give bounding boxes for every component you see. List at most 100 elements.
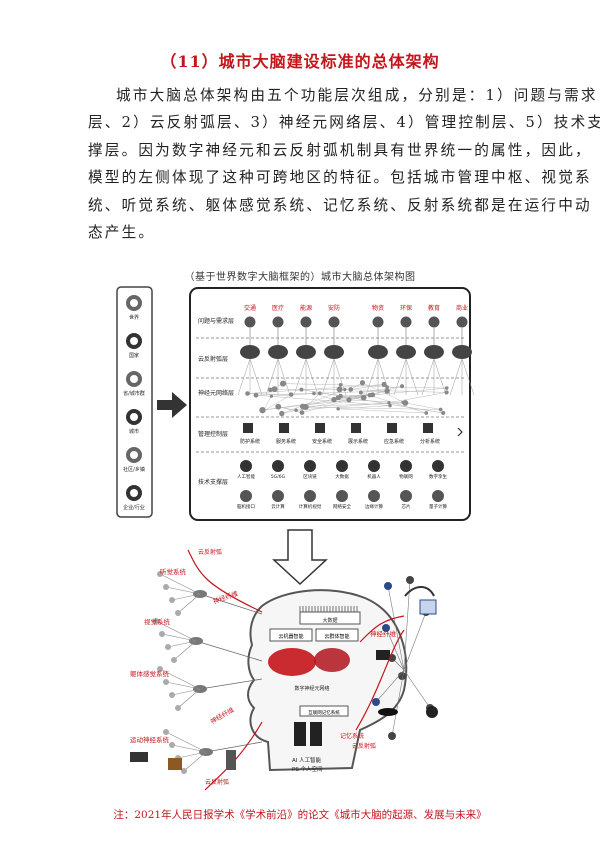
neuron-node: [338, 393, 343, 399]
device-icon: [163, 679, 169, 685]
ps-label: PS 个人空间: [292, 765, 323, 773]
big-data-label: 大数据: [322, 617, 337, 624]
neuron-node: [245, 391, 250, 396]
digital-neurons-label: 数字神经元网络: [294, 685, 329, 692]
neuron-node: [388, 403, 392, 408]
device-icon: [169, 597, 175, 603]
tech-icon: [240, 490, 252, 502]
pump-icon: [226, 750, 236, 770]
neuron-node: [253, 392, 259, 398]
tech-icon: [400, 490, 412, 502]
paragraph-line: 撑层。因为数字神经元和云反射弧机制具有世界统一的属性，因此，: [88, 141, 592, 159]
endpoint-icon: [382, 624, 390, 632]
paragraph-line: 统、听觉系统、躯体感觉系统、记忆系统、反射系统都是在运行中动: [88, 196, 592, 214]
neuron-node: [271, 386, 278, 393]
building-icon: [419, 599, 437, 615]
paragraph-line: 层、2）云反射弧层、3）神经元网络层、4）管理控制层、5）技术支: [88, 114, 600, 132]
tech-icon: [368, 460, 380, 472]
neuron-node: [441, 411, 446, 416]
tech-label: 量子计算: [429, 503, 447, 510]
neural-fiber-top-label: 神经纤维: [212, 588, 240, 606]
scale-label: 世界: [129, 314, 139, 321]
motion-label: 运动神经系统: [130, 735, 170, 744]
demand-node: [400, 316, 412, 328]
layer-label: 神经元网络层: [198, 389, 234, 397]
server-icon: [294, 722, 306, 746]
demand-node: [272, 316, 284, 328]
management-label: 服务系统: [276, 438, 296, 445]
neuron-node: [359, 380, 366, 386]
cloud-icon: [452, 345, 472, 359]
device-icon: [157, 666, 163, 672]
neuron-node: [385, 385, 389, 389]
management-icon: [351, 423, 361, 433]
demand-node: [428, 316, 440, 328]
tech-icon: [304, 490, 316, 502]
money-bag-icon: [426, 706, 438, 718]
endpoint-icon: [388, 732, 396, 740]
neuron-node: [299, 387, 304, 392]
neuron-node: [331, 396, 337, 403]
cloud-icon: [268, 345, 288, 359]
tech-label: 边缘计算: [365, 503, 383, 510]
scale-label: 企业/行业: [123, 504, 145, 511]
management-icon: [243, 423, 253, 433]
footnote: 注：2021年人民日报学术《学术前沿》的论文《城市大脑的起源、发展与未来》: [113, 809, 487, 821]
demand-label: 医疗: [272, 304, 284, 312]
tech-label: 机器人: [367, 473, 381, 480]
tech-label: 芯片: [402, 503, 411, 510]
demand-node: [456, 316, 468, 328]
neuron-node: [288, 392, 294, 397]
device-icon: [163, 584, 169, 590]
tech-icon: [240, 460, 252, 472]
device-icon: [157, 571, 163, 577]
tech-icon: [272, 460, 284, 472]
management-icon: [315, 423, 325, 433]
demand-node: [328, 316, 340, 328]
management-label: 展示系统: [348, 438, 368, 445]
tech-icon: [432, 460, 444, 472]
cloud-reflex-label: 云反射弧: [198, 548, 222, 556]
neuron-node: [438, 407, 443, 412]
neuron-node: [275, 403, 282, 410]
management-icon: [387, 423, 397, 433]
cloud-icon: [324, 345, 344, 359]
tech-icon: [336, 490, 348, 502]
cloud-icon: [296, 345, 316, 359]
neuron-node: [279, 410, 285, 417]
management-label: 安全系统: [312, 438, 332, 445]
demand-label: 物资: [372, 304, 384, 312]
management-label: 防护系统: [240, 438, 260, 445]
layer-label: 管理控制层: [198, 430, 228, 438]
tech-icon: [336, 460, 348, 472]
neuron-node: [387, 401, 391, 405]
paragraph-line: 模型的左侧体现了这种可跨地区的特征。包括城市管理中枢、视觉系: [88, 169, 592, 187]
scale-label: 国家: [129, 352, 139, 359]
somatic-label: 躯体感觉系统: [130, 669, 170, 678]
internet-memory-label: 互联网记忆系统: [308, 709, 340, 716]
layers-panel: [189, 287, 471, 521]
scale-label: 城市: [129, 428, 139, 435]
cloud-icon: [240, 345, 260, 359]
cloud-machine-intel-label: 云机器智能: [278, 633, 303, 640]
management-icon: [279, 423, 289, 433]
layer-label: 云反射弧层: [198, 355, 228, 363]
device-icon: [159, 631, 165, 637]
neuron-node: [299, 410, 305, 415]
neuron-node: [358, 390, 363, 395]
neural-fiber-right-label: 神经纤维: [370, 629, 397, 638]
cloud-icon: [396, 345, 416, 359]
tech-label: 人工智能: [237, 473, 255, 480]
tech-icon: [400, 460, 412, 472]
memory-system-label: 记忆系统: [340, 732, 364, 740]
glasses-icon: [378, 708, 398, 716]
endpoint-icon: [406, 576, 414, 584]
management-label: 应急系统: [384, 438, 404, 445]
neuron-node: [444, 390, 449, 395]
neuron-node: [444, 386, 449, 390]
cloud-reflex-right-label: 云反射弧: [352, 742, 376, 750]
demand-node: [300, 316, 312, 328]
neuron-node: [261, 409, 265, 414]
scale-label: 社区/乡镇: [123, 466, 145, 473]
